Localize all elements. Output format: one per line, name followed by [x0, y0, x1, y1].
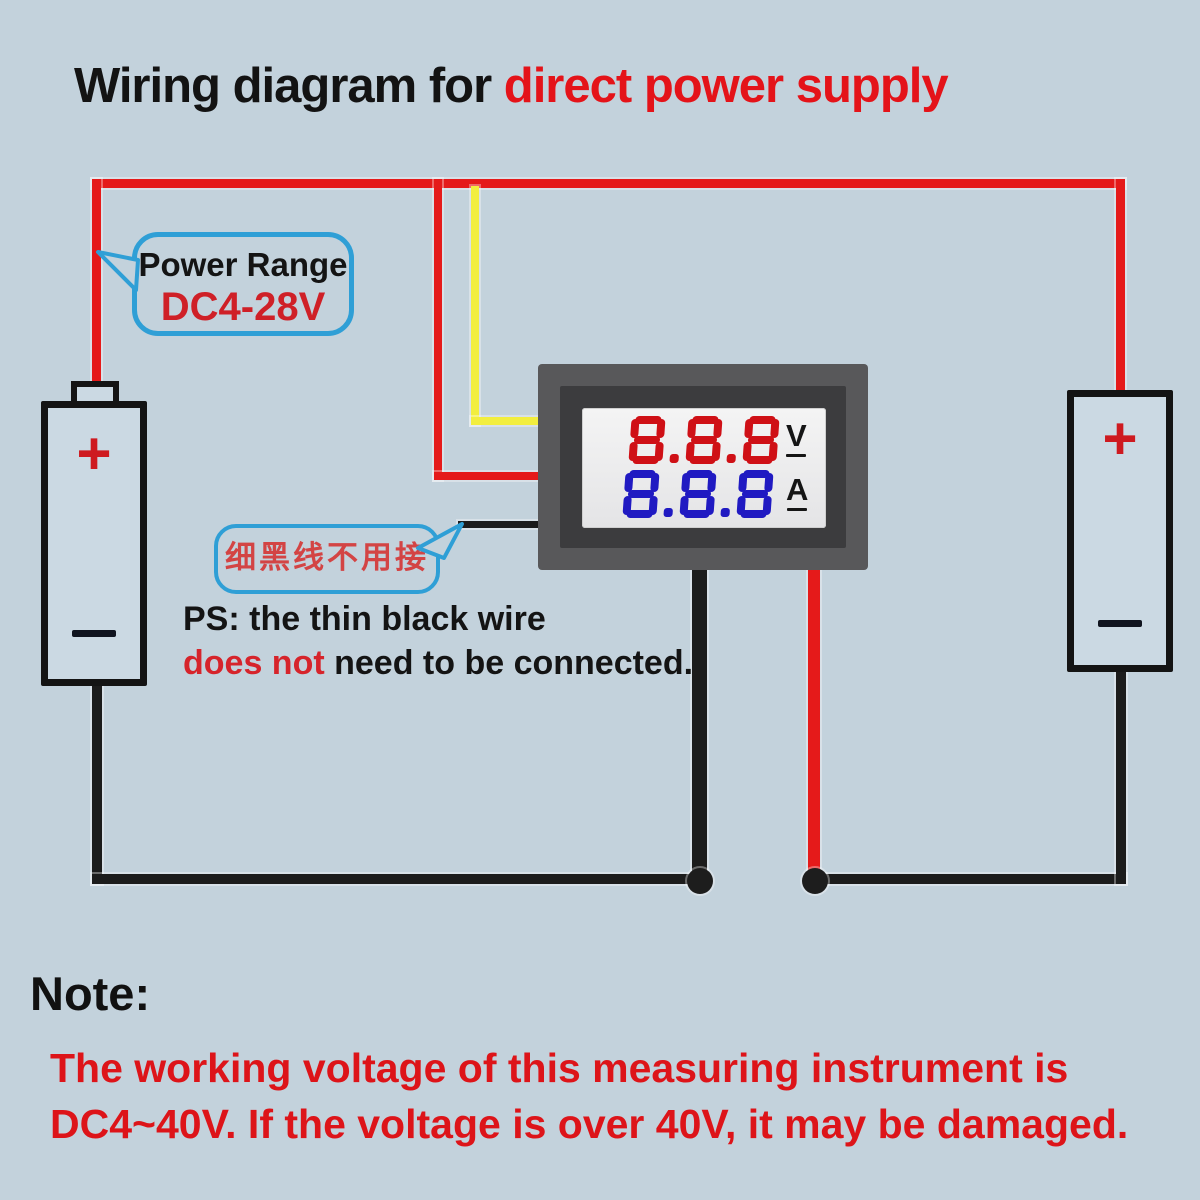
wire-black-right-battery-vertical — [1116, 666, 1126, 884]
ps-note-emphasis: does not — [183, 644, 325, 682]
note-line1: The working voltage of this measuring in… — [50, 1045, 1069, 1091]
wire-black-bottom-left — [92, 874, 705, 884]
page-title: Wiring diagram for direct power supply — [74, 58, 949, 114]
current-unit: A — [786, 474, 808, 511]
junction-dot-red-lead — [802, 868, 828, 894]
wire-red-meter-vertical — [434, 179, 442, 480]
wire-black-left-battery-vertical — [92, 680, 102, 884]
dc-voltage-mark — [786, 454, 807, 457]
wire-red-top-horizontal — [92, 179, 1125, 188]
right-battery-negative-symbol — [1098, 620, 1142, 627]
wire-black-bottom-right — [812, 874, 1126, 884]
note-line2: DC4~40V. If the voltage is over 40V, it … — [50, 1101, 1129, 1147]
dc-current-mark — [787, 508, 808, 511]
voltage-unit: V — [786, 420, 807, 457]
power-range-label: Power Range — [138, 246, 348, 283]
meter-bezel: V A — [560, 386, 846, 548]
ps-note: PS: the thin black wire does not need to… — [183, 597, 693, 685]
thin-wire-callout-tail — [416, 522, 464, 560]
wire-red-left-vertical — [92, 179, 101, 389]
junction-dot-black-lead — [687, 868, 713, 894]
wire-red-meter-horizontal — [434, 472, 540, 480]
right-battery-positive-symbol: + — [1102, 405, 1138, 472]
power-range-callout-tail — [96, 250, 140, 292]
current-unit-label: A — [786, 472, 809, 507]
right-battery: + — [1067, 390, 1173, 672]
power-range-value: DC4-28V — [160, 285, 326, 329]
voltage-readout — [628, 416, 780, 464]
voltage-unit-label: V — [786, 418, 807, 453]
volt-amp-meter: V A — [538, 364, 868, 570]
power-range-callout: Power Range DC4-28V — [132, 232, 354, 336]
left-battery-negative-symbol — [72, 630, 116, 637]
meter-display: V A — [582, 408, 826, 528]
wire-red-right-vertical — [1116, 179, 1125, 395]
ps-note-line2-rest: need to be connected. — [324, 644, 694, 682]
note-label: Note: — [30, 967, 151, 1020]
note-body: The working voltage of this measuring in… — [50, 1040, 1128, 1152]
left-battery: + — [41, 401, 147, 686]
wire-thin-black — [458, 521, 540, 528]
page-title-highlight: direct power supply — [503, 59, 949, 113]
current-readout — [622, 470, 774, 518]
page-title-prefix: Wiring diagram for — [74, 59, 504, 113]
wire-yellow-vertical — [471, 186, 479, 425]
thin-wire-callout-text: 细黑线不用接 — [225, 540, 429, 576]
wire-yellow-horizontal — [471, 417, 540, 425]
left-battery-positive-symbol: + — [76, 420, 112, 487]
thin-wire-callout: 细黑线不用接 — [214, 524, 440, 594]
wire-meter-red-lead — [808, 566, 820, 883]
wire-meter-black-lead — [692, 566, 707, 883]
ps-note-line1: PS: the thin black wire — [183, 600, 546, 638]
ps-note-line2: does not need to be connected. — [183, 641, 693, 685]
